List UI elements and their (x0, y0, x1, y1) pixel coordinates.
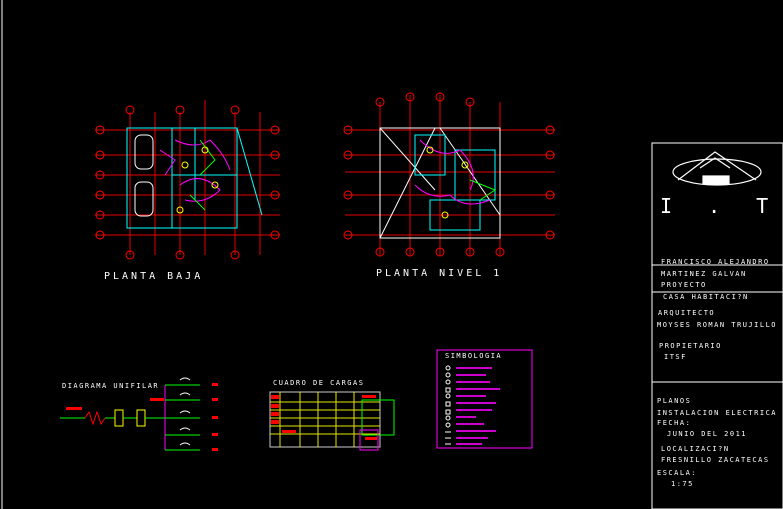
propietario-label: PROPIETARIO (659, 342, 722, 350)
localizacion-value: FRESNILLO ZACATECAS (661, 456, 770, 464)
symbology-title: SIMBOLOGIA (445, 352, 503, 360)
fecha-label: FECHA: (657, 419, 692, 427)
planos-label: PLANOS (657, 397, 692, 405)
plan-level1-label: PLANTA NIVEL 1 (376, 268, 503, 279)
plan-ground-label: PLANTA BAJA (104, 271, 204, 282)
author-line2: MARTINEZ GALVAN (661, 270, 747, 278)
ground-floor-plan (95, 100, 280, 260)
loads-title: CUADRO DE CARGAS (273, 379, 365, 387)
itsf-logo (672, 151, 762, 186)
planos-value: INSTALACION ELECTRICA (657, 409, 778, 417)
arquitecto-label: ARQUITECTO (658, 309, 716, 317)
author-line1: FRANCISCO ALEJANDRO (661, 258, 770, 266)
escala-label: ESCALA: (657, 469, 698, 477)
proyecto-label: PROYECTO (661, 281, 707, 289)
logo-text: I . T S F (660, 194, 783, 218)
proyecto-value: CASA HABITACI?N (663, 293, 749, 301)
localizacion-label: LOCALIZACI?N (661, 445, 730, 453)
propietario-value: ITSF (664, 353, 687, 361)
unifilar-title: DIAGRAMA UNIFILAR (62, 382, 160, 390)
unifilar-diagram (60, 377, 218, 451)
level1-plan (343, 92, 555, 257)
loads-table (269, 391, 395, 451)
symbology-box (436, 349, 533, 449)
title-block-frame (651, 142, 783, 509)
fecha-value: JUNIO DEL 2011 (667, 430, 748, 438)
arquitecto-value: MOYSES ROMAN TRUJILLO (657, 321, 778, 329)
escala-value: 1:75 (671, 480, 694, 488)
